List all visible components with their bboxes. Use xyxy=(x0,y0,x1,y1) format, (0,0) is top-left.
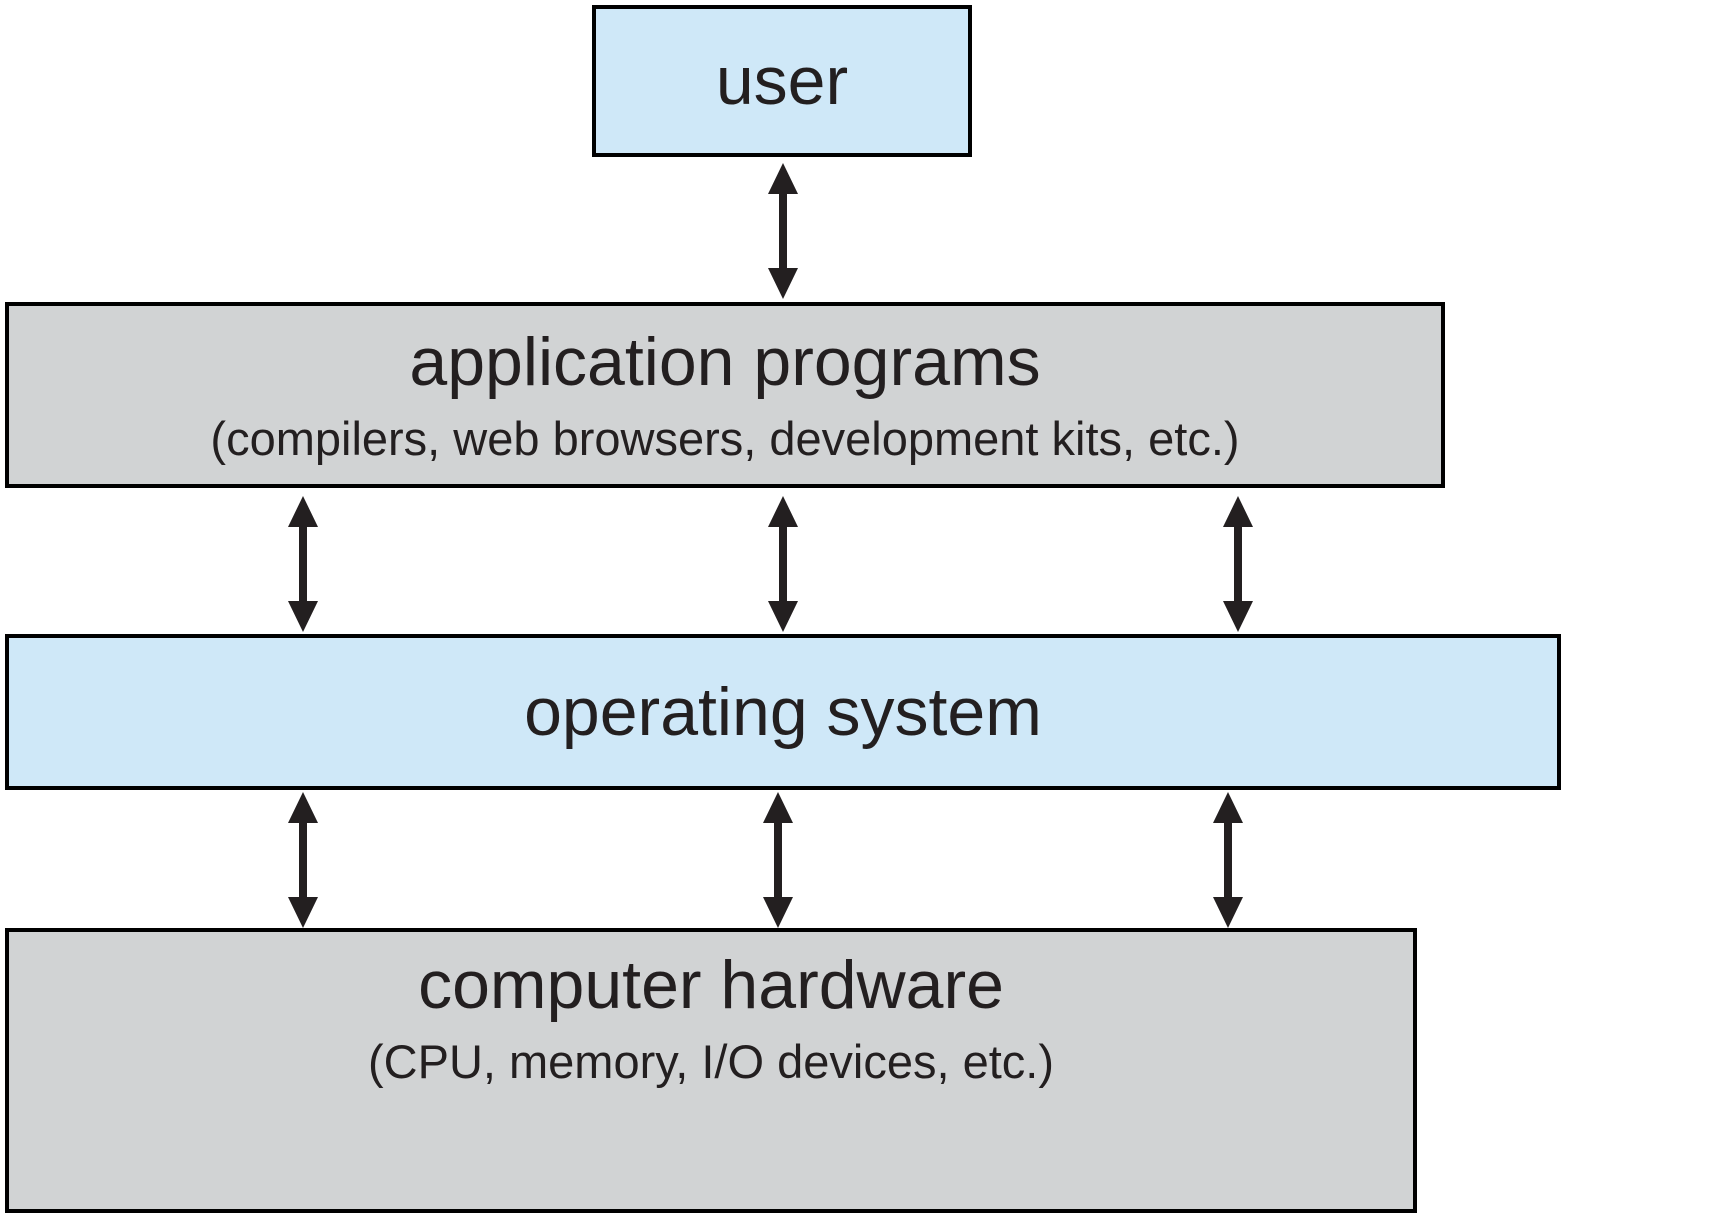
user-layer-box: user xyxy=(592,5,972,157)
computer-hardware-layer-box: computer hardware (CPU, memory, I/O devi… xyxy=(5,928,1417,1213)
computer-hardware-title: computer hardware xyxy=(418,947,1004,1023)
application-programs-layer-box: application programs (compilers, web bro… xyxy=(5,302,1445,488)
double-arrow-user-applications-icon xyxy=(768,163,798,299)
double-arrow-applications-os-right-icon xyxy=(1223,496,1253,632)
application-programs-subtitle: (compilers, web browsers, development ki… xyxy=(210,411,1240,465)
double-arrow-applications-os-center-icon xyxy=(768,496,798,632)
double-arrow-os-hardware-center-icon xyxy=(763,792,793,928)
computer-hardware-subtitle: (CPU, memory, I/O devices, etc.) xyxy=(368,1035,1054,1089)
application-programs-title: application programs xyxy=(409,323,1041,400)
user-layer-label: user xyxy=(715,42,849,119)
double-arrow-os-hardware-left-icon xyxy=(288,792,318,928)
operating-system-layer-box: operating system xyxy=(5,634,1561,790)
operating-system-title: operating system xyxy=(524,673,1042,750)
double-arrow-applications-os-left-icon xyxy=(288,496,318,632)
double-arrow-os-hardware-right-icon xyxy=(1213,792,1243,928)
